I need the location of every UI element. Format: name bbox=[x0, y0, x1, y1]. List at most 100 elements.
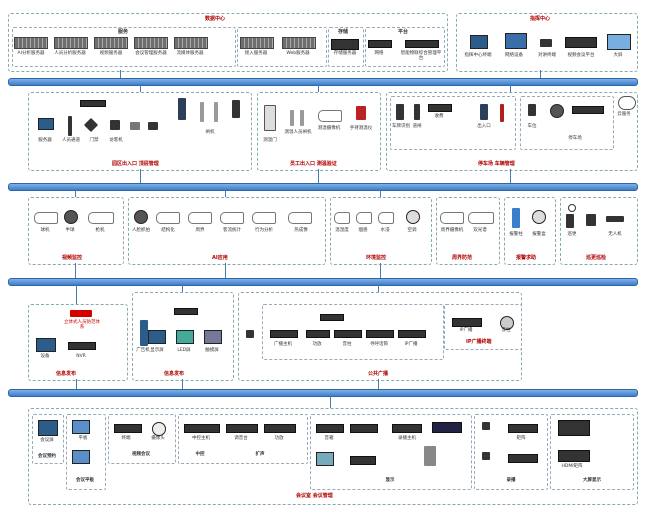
server-icon bbox=[134, 37, 168, 49]
meeting-group-label: 大屏显示 bbox=[583, 478, 601, 483]
env-box bbox=[330, 197, 432, 265]
patrol-label: 巡更 bbox=[567, 232, 577, 237]
connector bbox=[120, 70, 121, 78]
tablet-icon bbox=[72, 450, 90, 464]
hdmi-matrix-icon bbox=[558, 420, 590, 436]
server-icon bbox=[240, 37, 274, 49]
ip-speaker-icon bbox=[500, 316, 514, 330]
command-center-title: 指挥中心 bbox=[530, 16, 551, 22]
perimeter-title: 周界防范 bbox=[452, 255, 473, 261]
network-bus bbox=[8, 278, 638, 286]
alarm-label: 报警盒 bbox=[532, 232, 546, 237]
amp-icon bbox=[306, 330, 330, 338]
video-title: 视频监控 bbox=[62, 255, 83, 261]
ai-camera-icon bbox=[220, 212, 244, 224]
entrance-title: 园区出入口 顶层管理 bbox=[112, 161, 159, 167]
meeting-screen-icon bbox=[38, 420, 58, 436]
broadcast-label: 功放 bbox=[312, 342, 322, 347]
staff-title: 员工出入口 测温验证 bbox=[290, 161, 337, 167]
entrance-label: 闸机 bbox=[205, 130, 215, 135]
gate-icon bbox=[290, 110, 294, 126]
handheld-icon bbox=[356, 106, 366, 120]
meeting-label: 音箱 bbox=[324, 436, 334, 441]
gate-icon bbox=[200, 102, 204, 122]
led-icon bbox=[176, 330, 194, 344]
meeting-label: 录播主机 bbox=[398, 436, 416, 441]
drone-icon bbox=[606, 216, 624, 222]
temp-gate-icon bbox=[264, 105, 276, 131]
hdmi-matrix-icon bbox=[558, 450, 590, 462]
gate-icon bbox=[300, 110, 304, 126]
release-label: 显示屏 bbox=[150, 348, 164, 353]
meeting-label: 平板 bbox=[78, 436, 88, 441]
ai-label: 行为分析 bbox=[255, 228, 273, 233]
release-title: 信息发布 bbox=[164, 371, 185, 377]
video-label: 球机 bbox=[40, 228, 50, 233]
network-bus bbox=[8, 183, 638, 191]
connector bbox=[182, 379, 183, 389]
face-terminal-icon bbox=[232, 100, 240, 118]
staff-label: 测温门 bbox=[263, 138, 277, 143]
big-screen-icon bbox=[316, 452, 334, 466]
server-label: Web服务器 bbox=[286, 51, 310, 56]
connector bbox=[140, 169, 141, 183]
perimeter-label: 周界摄像机 bbox=[440, 228, 464, 233]
patrol-title: 巡更巡检 bbox=[586, 255, 607, 261]
parking-label: 云服务 bbox=[617, 112, 631, 117]
staff-label: 测温人员闸机 bbox=[284, 130, 312, 135]
release-label: 触摸屏 bbox=[205, 348, 219, 353]
monitor-icon bbox=[470, 35, 488, 49]
staff-box bbox=[257, 92, 381, 171]
pay-icon bbox=[480, 104, 488, 120]
env-sensor-icon bbox=[378, 212, 394, 224]
env-sensor-icon bbox=[406, 210, 420, 224]
touch-icon bbox=[204, 330, 222, 344]
meeting-group-label: 视频会议 bbox=[132, 452, 150, 457]
parking-rack-icon bbox=[572, 106, 604, 114]
meeting-group-label: 中控 bbox=[195, 452, 205, 457]
video-terminal-icon bbox=[114, 424, 142, 433]
connector bbox=[378, 379, 379, 389]
meeting-group bbox=[178, 414, 308, 464]
podium-icon bbox=[424, 446, 436, 466]
storage-icon bbox=[331, 39, 359, 50]
entrance-label: 访客机 bbox=[109, 138, 123, 143]
server-icon bbox=[54, 37, 88, 49]
cloud-icon bbox=[618, 96, 636, 110]
alarm-column-icon bbox=[512, 208, 520, 228]
printer-icon bbox=[148, 122, 158, 130]
network-bus bbox=[8, 78, 638, 86]
mic-icon bbox=[246, 330, 254, 338]
data-center-title: 数据中心 bbox=[205, 16, 226, 22]
meeting-label: 矩阵 bbox=[516, 436, 526, 441]
meeting-group-label: 录播 bbox=[506, 478, 516, 483]
amp-icon bbox=[270, 330, 298, 338]
perimeter-label: 双光谱 bbox=[473, 228, 487, 233]
mixer-icon bbox=[226, 424, 258, 433]
record-icon bbox=[432, 422, 462, 433]
connector bbox=[318, 169, 319, 183]
broadcast-host-icon bbox=[320, 314, 344, 321]
command-label: 对讲终端 bbox=[538, 53, 556, 58]
ip-title: IP广播终端 bbox=[466, 339, 492, 345]
broadcast-title: 公共广播 bbox=[368, 371, 389, 377]
lpr-icon bbox=[396, 104, 404, 120]
kiosk-icon bbox=[178, 98, 186, 120]
release-label: 广告机 bbox=[136, 348, 150, 353]
meeting-group-label: 扩声 bbox=[255, 452, 265, 457]
alarm-title: 报警求助 bbox=[516, 255, 537, 261]
connector bbox=[75, 263, 76, 278]
parking-label: 出入口 bbox=[477, 124, 491, 129]
release-switch-icon bbox=[174, 308, 198, 315]
parking-label: 车位 bbox=[527, 124, 537, 129]
server-label: AI分析服务器 bbox=[17, 51, 45, 56]
parking-label: 车牌识别 bbox=[392, 124, 410, 129]
ai-label: 客流统计 bbox=[223, 228, 241, 233]
sensor-icon bbox=[528, 104, 536, 116]
inter-hint: 立体式人员防范体系 bbox=[64, 320, 100, 330]
patrol-device-icon bbox=[586, 214, 596, 226]
meeting-label: 摄像头 bbox=[151, 436, 165, 441]
connector bbox=[225, 189, 226, 197]
meeting-label: HDMI矩阵 bbox=[561, 464, 583, 469]
broadcast-label: 寻呼话筒 bbox=[370, 342, 388, 347]
